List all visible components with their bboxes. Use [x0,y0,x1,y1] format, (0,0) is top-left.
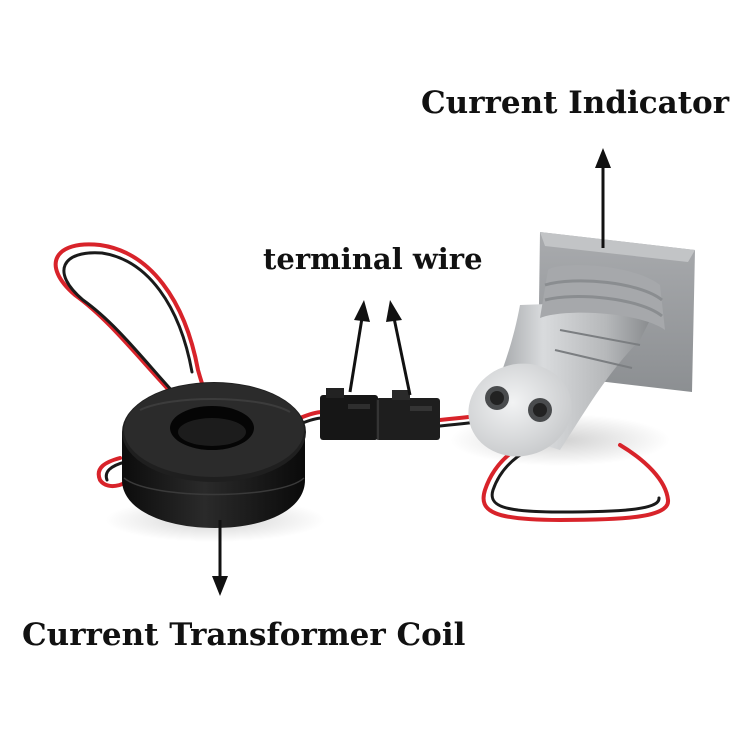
arrow-down-icon [212,520,228,596]
current-indicator-label: Current Indicator [421,85,730,121]
arrow-up-icon [595,148,611,248]
terminal-wire-label: terminal wire [263,242,483,276]
arrow-up-icon [386,300,412,396]
current-transformer-coil [122,382,306,528]
terminal-connector [320,388,440,440]
indicator-wire-loop [481,430,670,523]
current-transformer-coil-label: Current Transformer Coil [22,617,466,653]
current-indicator-device [468,232,695,457]
arrow-up-icon [348,300,370,393]
